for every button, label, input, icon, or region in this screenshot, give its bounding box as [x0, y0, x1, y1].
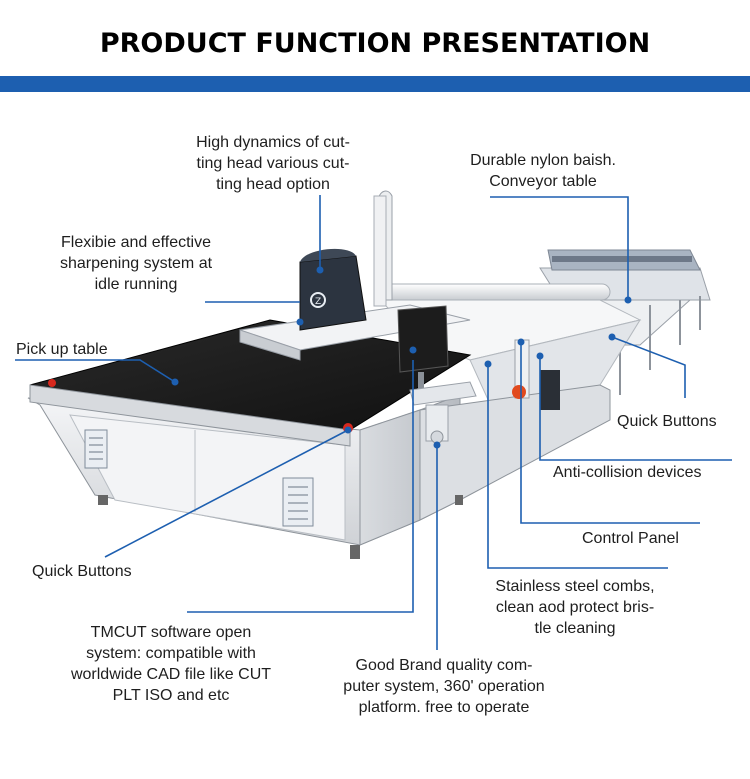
callout-line-text: puter system, 360' operation [343, 678, 545, 695]
callout-line-text: High dynamics of cut- [196, 134, 350, 151]
vent-left [84, 429, 108, 469]
callout-conveyor-table: Durable nylon baish. Conveyor table [448, 150, 638, 192]
svg-text:Z: Z [315, 297, 321, 307]
callout-quick-buttons-left: Quick Buttons [32, 561, 132, 582]
callout-line-text: PLT ISO and etc [112, 687, 230, 704]
callout-line-text: Good Brand quality com- [355, 657, 533, 674]
callout-line-text: tle cleaning [534, 620, 616, 637]
callout-line-text: sharpening system at [59, 255, 213, 272]
callout-quick-buttons-right: Quick Buttons [617, 411, 717, 432]
callout-line-text: worldwide CAD file like CUT [70, 666, 272, 683]
cutting-head: Z [299, 248, 367, 331]
callout-sharpening-system: Flexibie and effective sharpening system… [38, 232, 234, 295]
callout-cutting-head: High dynamics of cut- ting head various … [178, 132, 368, 195]
vent-right [282, 477, 314, 527]
callout-line-text: Durable nylon baish. [470, 152, 616, 169]
callout-line-text: Stainless steel combs, [495, 578, 655, 595]
callout-line-text: Quick Buttons [617, 413, 717, 430]
callout-line-text: Flexibie and effective [60, 234, 211, 251]
callout-line-text: TMCUT software open [90, 624, 252, 641]
callout-line-text: Anti-collision devices [553, 464, 702, 481]
control-panel-device [512, 339, 560, 410]
callout-line-text: system: compatible with [86, 645, 256, 662]
computer-monitor [397, 305, 477, 444]
callout-tmcut-software: TMCUT software open system: compatible w… [40, 622, 302, 706]
callout-pick-up-table: Pick up table [16, 339, 108, 360]
callout-anti-collision: Anti-collision devices [553, 462, 702, 483]
page-title: PRODUCT FUNCTION PRESENTATION [99, 28, 651, 59]
callout-line-text: idle running [94, 276, 178, 293]
callout-line-text: Conveyor table [489, 173, 597, 190]
callout-line-text: ting head option [216, 176, 330, 193]
callout-line-text: Quick Buttons [32, 563, 132, 580]
callout-line-text: ting head various cut- [196, 155, 350, 172]
callout-line-text: Pick up table [16, 341, 108, 358]
callout-line-text: platform. free to operate [358, 699, 530, 716]
callout-line-text: Control Panel [582, 530, 679, 547]
header-bar [0, 76, 750, 92]
callout-line-text: clean aod protect bris- [495, 599, 655, 616]
callout-computer-system: Good Brand quality com- puter system, 36… [322, 655, 566, 718]
callout-stainless-combs: Stainless steel combs, clean aod protect… [470, 576, 680, 639]
callout-control-panel: Control Panel [582, 528, 679, 549]
